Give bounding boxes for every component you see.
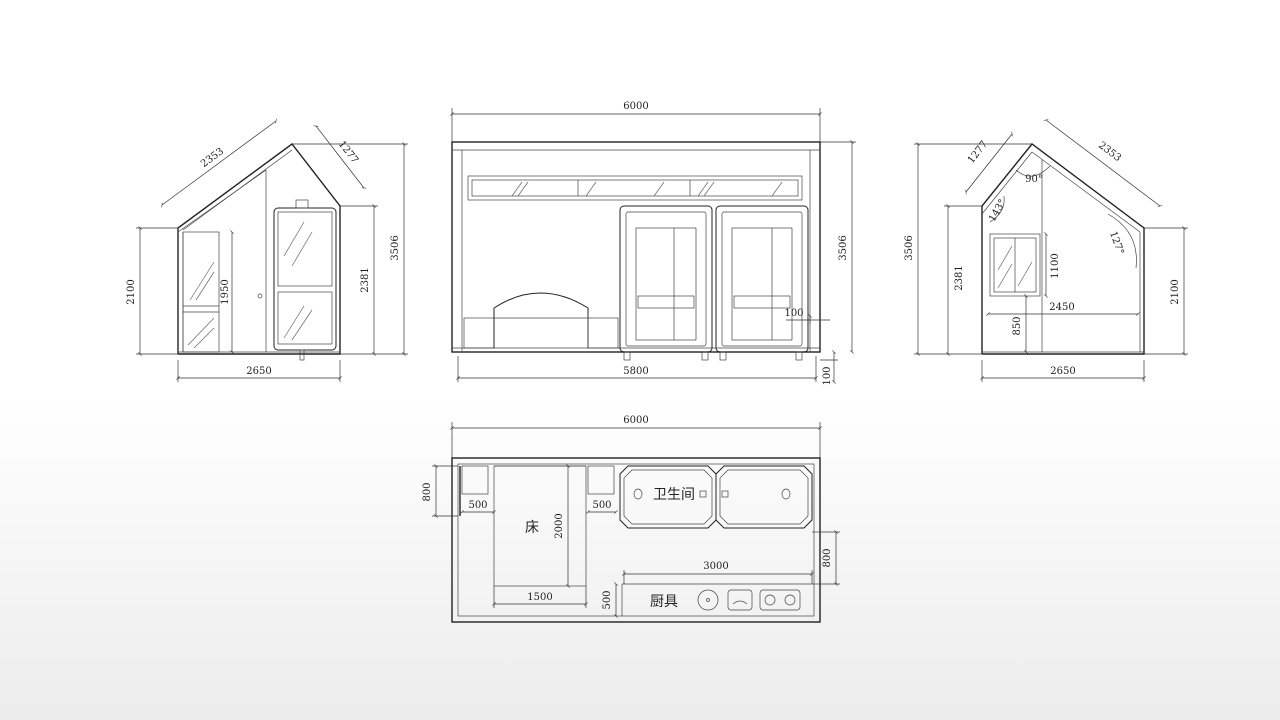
left-dim-pod-height: 2381 [360,267,371,292]
plan-outline [451,457,821,623]
right-dim-sill: 850 [1012,316,1023,335]
right-angle-top: 90° [1025,174,1043,185]
left-elevation: 2100 2650 2353 1277 1950 2381 3506 [126,118,408,382]
left-dim-roof-short: 1277 [336,139,360,166]
front-dim-base: 100 [822,366,833,385]
front-dim-total-height: 3506 [838,235,849,260]
plan-dim-gap-right: 500 [592,500,611,511]
plan-dim-bed-length: 2000 [554,513,565,538]
left-dim-wall-height: 2100 [126,279,137,304]
plan-dim-width: 6000 [623,415,648,426]
plan-dim-side-depth: 800 [422,482,433,501]
plan-kitchen: 厨具 [621,583,812,616]
front-dim-bottom-width: 5800 [623,366,648,377]
front-elevation: 6000 5800 3506 100 100 [450,101,856,386]
right-dim-depth: 2450 [1049,302,1074,313]
right-elevation: 90° 143° 127° 1277 2353 3506 2381 1100 8… [904,119,1188,382]
right-dim-wall-height: 2100 [1170,279,1181,304]
plan-label-bed: 床 [525,520,539,536]
plan-dim-kitchen-depth: 500 [602,590,613,609]
right-dim-total-height: 3506 [904,235,915,260]
right-dim-window-height: 1100 [1050,253,1061,278]
plan-label-bathroom: 卫生间 [653,487,695,503]
front-dim-top-width: 6000 [623,101,648,112]
front-pod-2 [715,205,809,361]
right-window [989,233,1041,297]
front-pod-1 [619,205,713,361]
plan-label-kitchen: 厨具 [650,594,678,610]
left-dim-total-height: 3506 [390,235,401,260]
left-dim-door-height: 1950 [220,279,231,304]
left-door [182,231,263,353]
plan-dim-bed-width: 1500 [527,592,552,603]
plan-dim-gap-left: 500 [468,500,487,511]
right-angle-left: 143° [987,198,1009,224]
front-dim-offset: 100 [784,308,803,319]
left-dim-roof-long: 2353 [199,146,226,170]
front-clerestory-window [467,175,803,201]
front-bed [463,292,619,349]
right-angle-right: 127° [1107,230,1126,256]
right-dim-roof-short: 1277 [966,139,990,166]
plan-dim-door: 800 [822,548,833,567]
plan-dim-kitchen-length: 3000 [703,561,728,572]
right-dim-pod-height: 2381 [954,265,965,290]
floor-plan: 床 卫生间 厨具 6000 800 500 2000 500 [422,415,840,623]
plan-bed: 床 [493,465,587,587]
left-dim-width: 2650 [246,366,271,377]
plan-bathroom: 卫生间 [619,465,813,529]
right-dim-width: 2650 [1050,366,1075,377]
left-pod [273,199,337,361]
